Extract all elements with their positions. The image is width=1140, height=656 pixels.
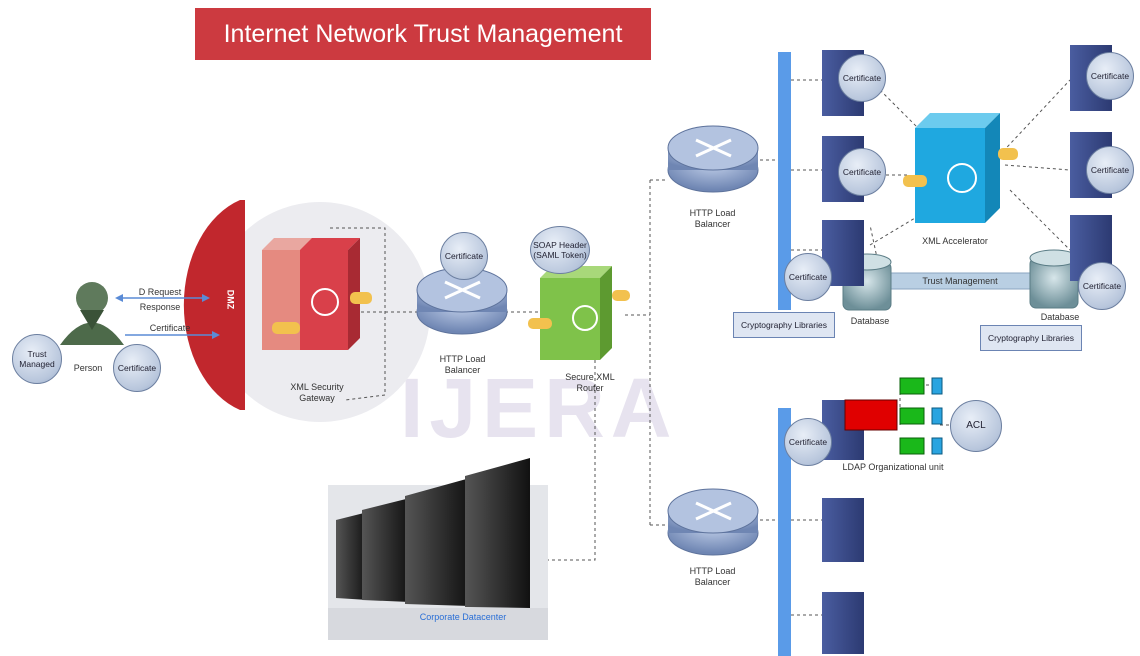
router-bottom-icon <box>667 488 759 556</box>
server-certificate: Certificate <box>784 253 832 301</box>
page-title: Internet Network Trust Management <box>195 8 651 60</box>
connectors <box>330 79 1071 616</box>
xml-security-gateway-label: XML Security Gateway <box>290 382 344 403</box>
trust-managed-badge: Trust Managed <box>12 334 62 384</box>
lb-left-certificate: Certificate <box>440 232 488 280</box>
xml-security-gateway-icon <box>262 238 372 350</box>
id-request-label: D Request <box>138 287 182 297</box>
dmz-arc <box>183 200 245 410</box>
database-left-label: Database <box>850 316 890 326</box>
database-right-label: Database <box>1040 312 1080 322</box>
http-load-balancer-bottom-label: HTTP Load Balancer <box>689 566 736 587</box>
bus-bottom <box>778 408 791 656</box>
crypto-libraries-right: Cryptography Libraries <box>980 325 1082 351</box>
crypto-libraries-left: Cryptography Libraries <box>733 312 835 338</box>
bus-top <box>778 52 791 310</box>
router-left-icon <box>416 267 508 335</box>
http-load-balancer-top-label: HTTP Load Balancer <box>689 208 736 229</box>
watermark: IJERA <box>400 361 678 455</box>
ldap-org-chart <box>844 377 943 455</box>
acl-badge: ACL <box>950 400 1002 452</box>
response-label: Response <box>139 302 181 312</box>
xml-accelerator-label: XML Accelerator <box>922 236 988 246</box>
corporate-datacenter-image <box>328 458 548 640</box>
server-certificate: Certificate <box>1086 52 1134 100</box>
xml-accelerator-icon <box>903 113 1018 223</box>
secure-xml-router-icon <box>528 266 630 360</box>
server-certificate: Certificate <box>1078 262 1126 310</box>
soap-header-badge: SOAP Header (SAML Token) <box>530 226 590 274</box>
dmz-label: DMZ <box>225 289 236 310</box>
corporate-datacenter-label: Corporate Datacenter <box>419 612 507 622</box>
certificate-arrow-label: Certificate <box>149 323 191 333</box>
person-certificate: Certificate <box>113 344 161 392</box>
trust-management-label: Trust Management <box>922 276 998 286</box>
http-load-balancer-left-label: HTTP Load Balancer <box>439 354 486 375</box>
secure-xml-router-label: Secure XML Router <box>565 372 615 393</box>
person-label: Person <box>73 363 103 373</box>
person-icon <box>60 282 124 345</box>
ldap-org-unit-label: LDAP Organizational unit <box>842 462 944 472</box>
router-top-icon <box>667 125 759 193</box>
server-certificate: Certificate <box>838 54 886 102</box>
server-certificate: Certificate <box>838 148 886 196</box>
server-certificate: Certificate <box>784 418 832 466</box>
server-certificate: Certificate <box>1086 146 1134 194</box>
